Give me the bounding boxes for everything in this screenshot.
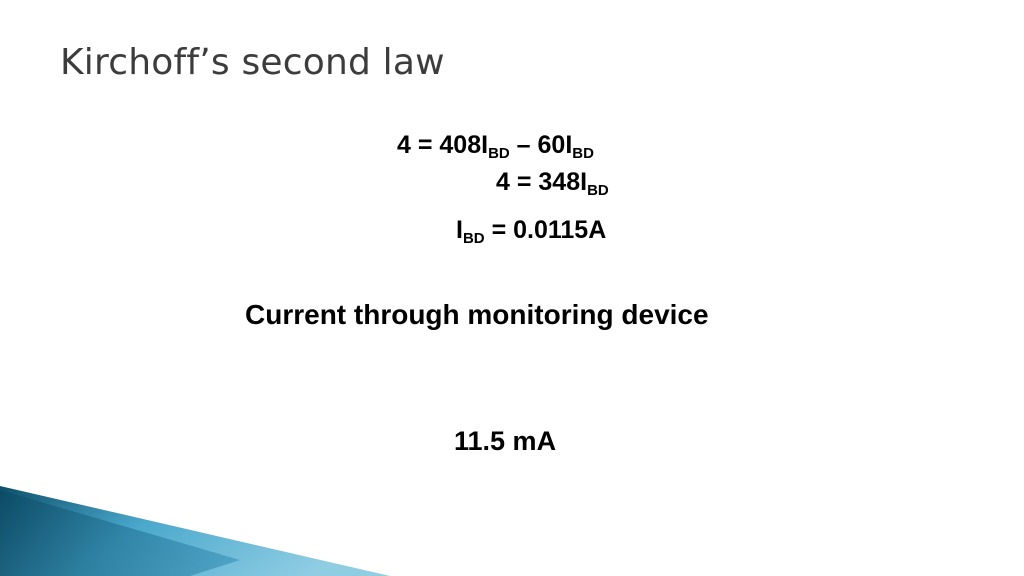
equation-2-subscript: BD xyxy=(587,182,609,199)
equation-line-3: IBD = 0.0115A xyxy=(456,216,607,247)
equation-3-subscript: BD xyxy=(462,230,485,247)
slide-title: Kirchoff’s second law xyxy=(60,42,445,83)
equation-1-lhs: 4 = 408I xyxy=(397,131,489,159)
equation-1-subscript-2: BD xyxy=(572,145,594,162)
equation-1-subscript-1: BD xyxy=(488,145,510,162)
equation-2-lhs: 4 = 348I xyxy=(496,168,588,196)
corner-decoration xyxy=(0,486,390,576)
answer-value: 11.5 mA xyxy=(454,426,557,456)
equation-line-1: 4 = 408IBD – 60IBD xyxy=(397,131,594,162)
equation-line-2: 4 = 348IBD xyxy=(496,168,609,199)
equation-1-middle: – 60I xyxy=(509,131,573,159)
caption-text: Current through monitoring device xyxy=(245,299,709,330)
equation-3-variable: I xyxy=(456,216,463,244)
corner-decoration-dark-band xyxy=(0,490,240,576)
equation-3-rhs: = 0.0115A xyxy=(484,216,607,244)
